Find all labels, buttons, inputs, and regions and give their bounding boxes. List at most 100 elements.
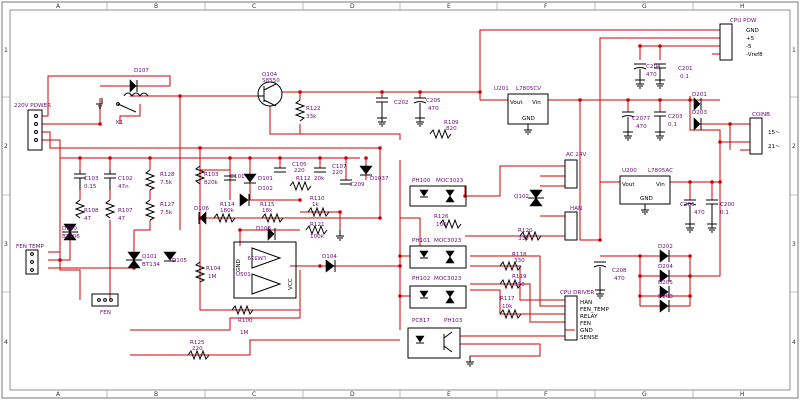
label-c203-val: 0.1	[668, 122, 677, 128]
row-1-left: 1	[4, 47, 8, 54]
label-c203: C203	[668, 114, 683, 120]
row-2-left: 2	[4, 143, 8, 150]
col-e-bottom: E	[447, 391, 451, 398]
row-1-right: 1	[792, 47, 796, 54]
label-ph102-part: MOC3023	[434, 276, 462, 282]
label-c205-val: 470	[428, 106, 439, 112]
connector-220v-power: 220V POWER	[14, 103, 51, 151]
label-r120: R120	[518, 228, 533, 234]
capacitor-c101: C101	[224, 174, 245, 181]
capacitor-c105: C105 220	[274, 162, 307, 174]
label-r112: R112	[296, 176, 311, 182]
label-r103: R103	[204, 172, 219, 178]
capacitor-c206: C206 470	[680, 199, 705, 225]
label-r117: R117	[500, 296, 515, 302]
wires	[42, 29, 750, 357]
label-r128: R128	[160, 172, 175, 178]
label-r108: R108	[84, 208, 99, 214]
junctions	[58, 44, 732, 298]
capacitor-c102: C102 47n	[104, 170, 133, 190]
label-c205: C205	[426, 98, 441, 104]
pin-u200-vin: Vin	[656, 182, 665, 188]
resistor-r120: R120 330	[518, 228, 542, 242]
label-u200-part: L7805AC	[648, 168, 673, 174]
label-coinb: COINB	[752, 112, 770, 118]
label-c201: C201	[678, 66, 693, 72]
label-r107: R107	[118, 208, 133, 214]
coinb-pin-15: 15~	[768, 130, 780, 136]
resistor-r100: R100 1M	[231, 304, 254, 336]
label-fen-temp: FEN TEMP	[16, 244, 44, 250]
label-ph100: PH100	[412, 178, 431, 184]
label-c208: C208	[612, 268, 627, 274]
label-r118: R118	[512, 252, 527, 258]
col-h-bottom: H	[740, 391, 745, 398]
col-f-top: F	[544, 3, 548, 10]
label-cpu-driver: CPU DRIVER	[560, 290, 594, 296]
pin-u501-gnd: GND	[236, 259, 242, 272]
label-c200: C200	[720, 202, 735, 208]
label-c200-val: 0.1	[720, 210, 729, 216]
diode-d101: D101	[243, 173, 273, 184]
row-3-right: 3	[792, 241, 796, 248]
label-d204: D204	[658, 264, 673, 270]
resistor-r122: R122 33k	[294, 99, 321, 122]
resistor-r107: R107 47	[104, 199, 133, 222]
label-d102: D102	[258, 186, 273, 192]
connector-ac24v: AC 24V	[564, 152, 587, 189]
resistor-r108: R108 47	[74, 199, 99, 222]
resistor-r126: R126 100	[434, 214, 462, 230]
label-r114: R114	[220, 202, 235, 208]
resistor-r109: R109 820	[429, 120, 459, 140]
label-k1: K1	[116, 120, 124, 126]
label-d201: D201	[692, 92, 707, 98]
label-q104: Q104	[262, 72, 278, 78]
label-d104: D104	[322, 254, 337, 260]
label-r119: R119	[512, 274, 527, 280]
label-d101: D101	[258, 176, 273, 182]
triac-q102: Q102	[514, 189, 544, 207]
cpu-driver-pin-fen-temp: FEN_TEMP	[580, 307, 610, 313]
capacitor-c205: C205 470	[413, 97, 441, 119]
col-g-top: G	[642, 3, 647, 10]
resistor-r125: R125 220	[187, 340, 210, 361]
pin-u201-vin: Vin	[532, 100, 541, 106]
row-4-left: 4	[4, 339, 8, 346]
label-r104: R104	[206, 266, 221, 272]
relay-k1: K1	[96, 92, 149, 126]
label-c209: C209	[350, 182, 365, 188]
regulator-u200: Vout Vin GND U200 L7805AC	[619, 168, 673, 205]
label-ph101-part: MOC3023	[434, 238, 462, 244]
connector-cpu-pow: CPU POW GND +5 -5 -Vref8	[719, 18, 763, 61]
connector-fen-temp: FEN TEMP	[16, 244, 44, 275]
label-r110-val: 1k	[312, 202, 320, 208]
coinb-pin-21: 21~	[768, 144, 780, 150]
cpu-driver-pin-relay: RELAY	[580, 314, 598, 320]
label-c101: C101	[230, 174, 245, 180]
col-b-top: B	[154, 3, 158, 10]
label-u501: U501	[236, 272, 251, 278]
diode-d105: D105	[163, 251, 187, 264]
label-u200: U200	[622, 168, 637, 174]
pin-u201-gnd: GND	[522, 116, 535, 122]
diode-d104: D104	[322, 254, 337, 273]
label-d106: D106	[194, 206, 209, 212]
label-d205: D205	[658, 280, 673, 286]
diode-d204: D204	[658, 264, 673, 283]
label-bt134: BT134	[142, 262, 160, 268]
label-r121-val: 100k	[310, 234, 325, 240]
label-cpu-pow: CPU POW	[730, 18, 757, 24]
label-r128-val: 7.5k	[160, 180, 173, 186]
col-d-top: D	[350, 3, 355, 10]
resistor-r115: R115 18k	[260, 202, 284, 224]
label-r125-val: 220	[192, 346, 203, 352]
diode-d108: D108	[256, 226, 276, 241]
label-ph100-part: MOC3023	[436, 178, 464, 184]
cpu-driver-pin-sense: SENSE	[580, 335, 599, 341]
pin-u200-gnd: GND	[640, 196, 653, 202]
label-r122: R122	[306, 106, 321, 112]
col-h-top: H	[740, 3, 745, 10]
label-r118-val: 330	[514, 258, 525, 264]
diode-d102: D102	[239, 186, 273, 207]
optotriac-ph101: PH101 MOC3023	[409, 238, 467, 269]
